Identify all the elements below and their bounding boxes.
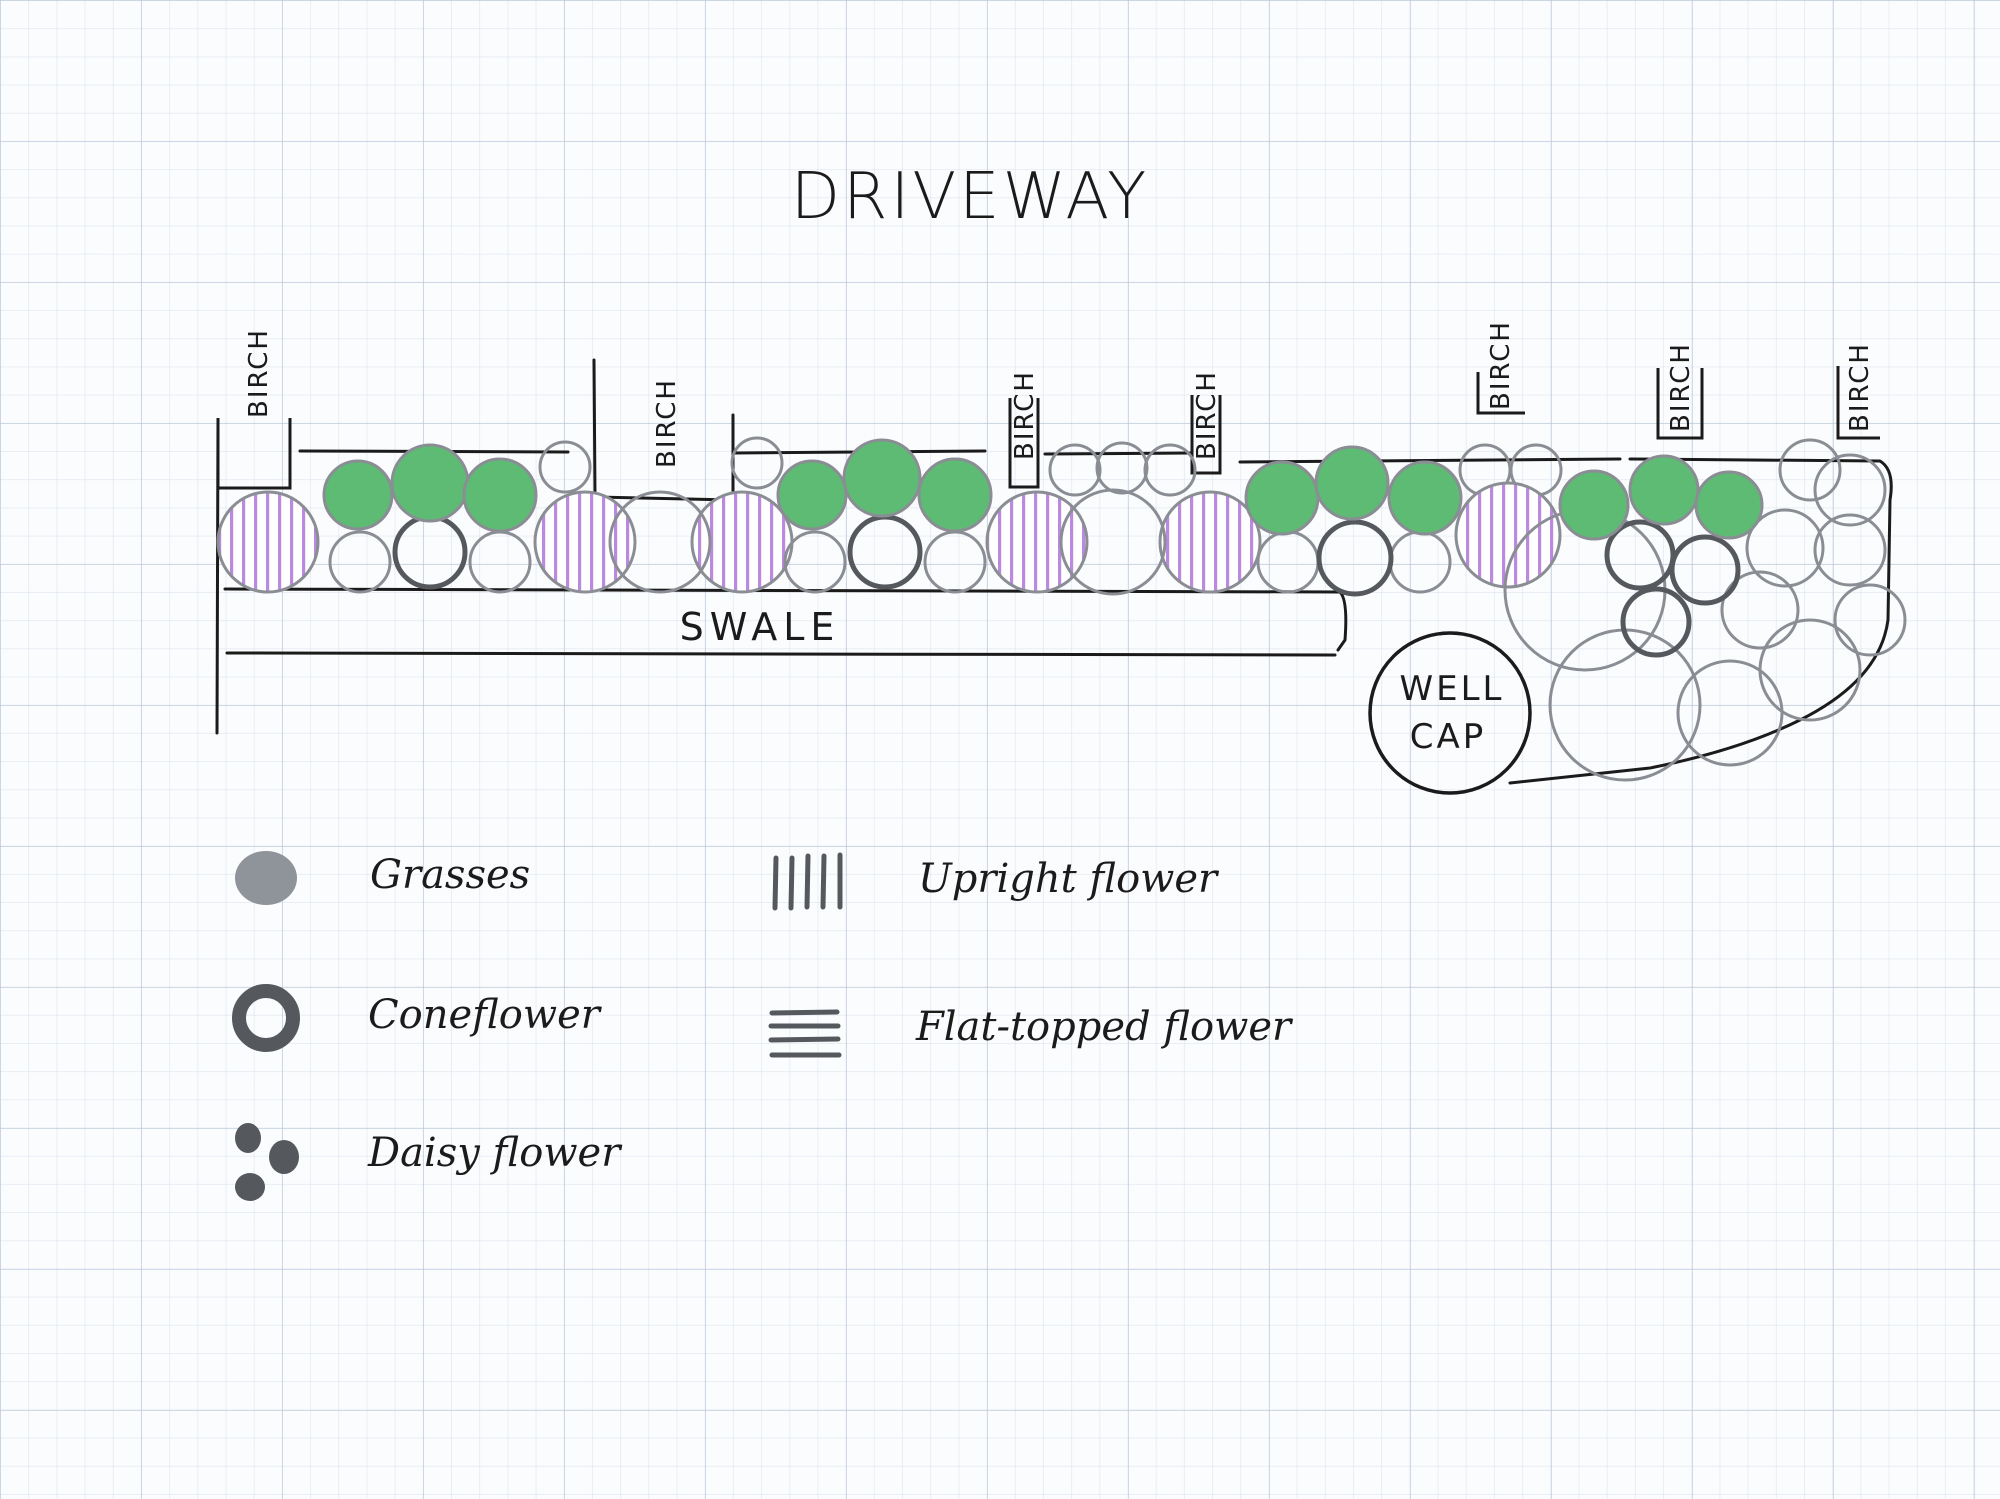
driveway-title: DRIVEWAY — [791, 160, 1150, 234]
birch-label: BIRCH — [1845, 342, 1875, 432]
legend-flat-topped-label: Flat-topped flower — [916, 1004, 1292, 1050]
plant-outline — [468, 530, 532, 594]
plant-outline — [1813, 453, 1887, 527]
birch-label: BIRCH — [1486, 320, 1516, 410]
bed-top-edge-5 — [1508, 457, 1893, 785]
bed-top-edge-3 — [1043, 451, 1192, 456]
plant-outline — [1388, 530, 1452, 594]
legend-upright-symbol — [772, 852, 843, 911]
plant-outline — [608, 490, 712, 594]
plant-outline — [1143, 443, 1197, 497]
upright-flower-plant — [533, 490, 637, 594]
plant-outline — [923, 530, 987, 594]
birch-box-5 — [1476, 372, 1525, 415]
birch-label: BIRCH — [244, 328, 274, 418]
coneflower-plant — [1316, 519, 1394, 597]
upright-flower-plant — [690, 490, 794, 594]
plant-outline — [1048, 443, 1102, 497]
upright-flower-plant — [985, 490, 1089, 594]
coneflower-plant — [1669, 534, 1741, 606]
birch-box-4 — [1190, 395, 1222, 475]
upright-flower-plant — [1454, 481, 1562, 589]
birch-box-1 — [216, 418, 292, 490]
legend-grasses-symbol — [235, 851, 297, 905]
plant-outline — [1758, 618, 1862, 722]
coneflower-plant — [1620, 586, 1692, 658]
coneflower-plant — [392, 514, 468, 590]
birch-box-7 — [1836, 366, 1880, 440]
plant-outline — [783, 530, 847, 594]
legend-grasses-label: Grasses — [370, 852, 531, 898]
plant-outline — [1095, 441, 1149, 495]
swale-label: SWALE — [680, 605, 841, 649]
grasses-plant — [390, 443, 470, 523]
birch-box-3 — [1008, 398, 1040, 489]
grasses-plant — [1694, 470, 1764, 540]
upright-flower-plant — [216, 490, 320, 594]
well-cap-label-line1: WELL — [1400, 669, 1505, 709]
plant-outline — [1833, 583, 1907, 657]
grasses-plant — [1628, 454, 1700, 526]
grasses-plant — [1558, 469, 1630, 541]
legend-coneflower-label: Coneflower — [368, 992, 600, 1038]
grasses-plant — [322, 459, 394, 531]
upright-flower-plant — [1158, 490, 1262, 594]
grasses-plant — [1387, 460, 1463, 536]
plant-outline — [1720, 570, 1800, 650]
birch-label: BIRCH — [1010, 370, 1040, 460]
legend-flat-topped-symbol — [768, 1009, 842, 1058]
grasses-plant — [776, 459, 848, 531]
plant-outline — [730, 436, 784, 490]
bed-top-edge-4 — [1238, 457, 1622, 464]
grasses-plant — [842, 438, 922, 518]
plant-outline — [1745, 508, 1825, 588]
grasses-plant — [1244, 460, 1320, 536]
legend-coneflower-symbol — [232, 984, 300, 1052]
birch-label: BIRCH — [1666, 342, 1696, 432]
legend-daisy-label: Daisy flower — [368, 1130, 621, 1176]
coneflower-plant — [847, 514, 923, 590]
grasses-plant — [1314, 445, 1390, 521]
grasses-plant — [462, 457, 538, 533]
legend-upright-label: Upright flower — [918, 856, 1218, 902]
plant-outline — [1676, 659, 1784, 767]
birch-label: BIRCH — [652, 378, 682, 468]
birch-label: BIRCH — [1192, 370, 1222, 460]
plant-outline — [538, 440, 592, 494]
legend-daisy-symbol — [235, 1123, 299, 1201]
grasses-plant — [917, 457, 993, 533]
plant-outline — [1256, 530, 1320, 594]
well-cap-circle — [1368, 631, 1532, 795]
plant-outline — [1778, 438, 1842, 502]
plant-outline — [1059, 488, 1167, 596]
birch-box-6 — [1656, 368, 1704, 440]
plant-outline — [1813, 513, 1887, 587]
well-cap-label-line2: CAP — [1410, 717, 1487, 757]
plant-outline — [328, 530, 392, 594]
